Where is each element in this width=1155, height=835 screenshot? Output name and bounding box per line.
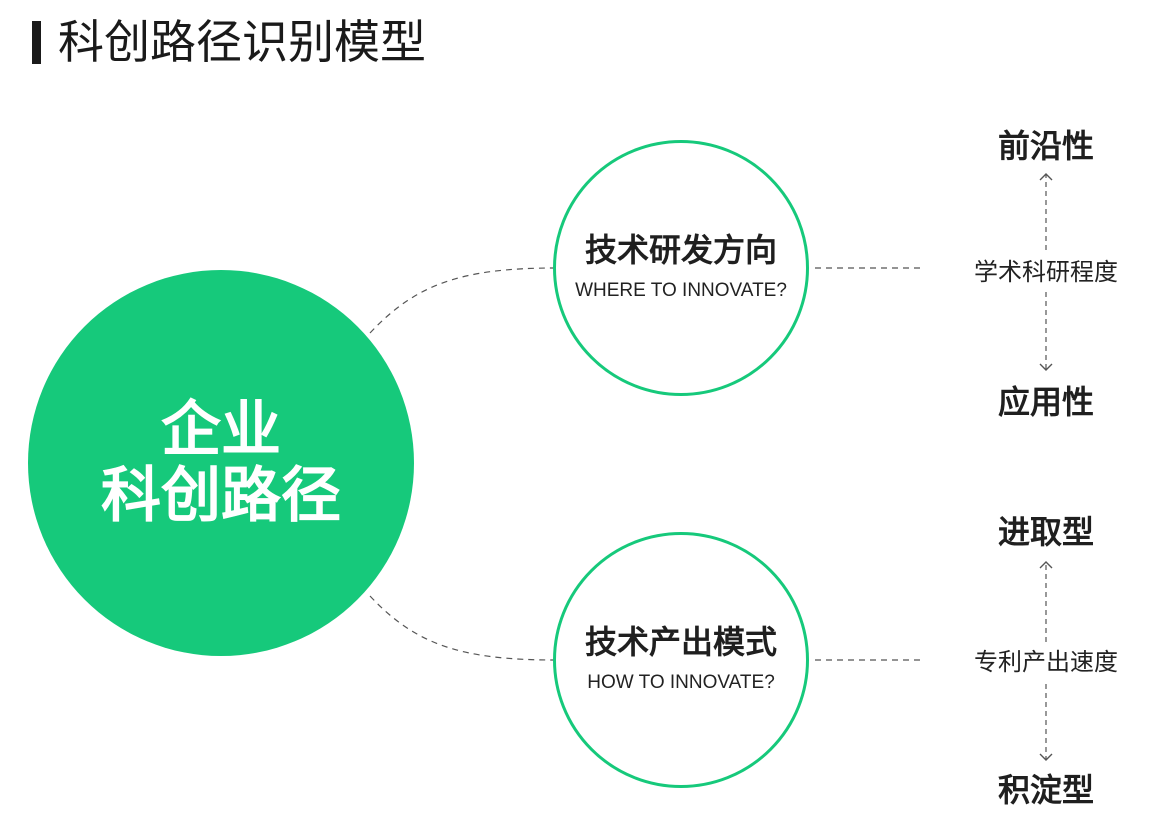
- branch-2-subtitle: HOW TO INNOVATE?: [587, 672, 775, 693]
- branch-1-subtitle: WHERE TO INNOVATE?: [575, 280, 787, 301]
- page-title: 科创路径识别模型: [58, 15, 426, 69]
- branch-circle-2: 技术产出模式 HOW TO INNOVATE?: [553, 532, 809, 788]
- branch-circle-1: 技术研发方向 WHERE TO INNOVATE?: [553, 140, 809, 396]
- branch-2-title: 技术产出模式: [584, 623, 777, 661]
- center-label-line-1: 企业: [161, 395, 281, 465]
- branch-1-title: 技术研发方向: [584, 231, 777, 269]
- branch-2-axis-label: 专利产出速度: [946, 647, 1146, 677]
- center-circle: 企业 科创路径: [28, 270, 414, 656]
- connector-center-to-branch-2: [369, 595, 556, 661]
- center-label-line-2: 科创路径: [101, 461, 341, 531]
- branch-1-top-pole: 前沿性: [997, 127, 1094, 165]
- connector-center-to-branch-1: [369, 267, 556, 334]
- branch-2-bottom-pole: 积淀型: [997, 771, 1094, 809]
- branch-2-top-pole: 进取型: [997, 513, 1094, 551]
- title-bar: [32, 21, 41, 64]
- branch-1-axis-label: 学术科研程度: [946, 257, 1146, 287]
- branch-1-bottom-pole: 应用性: [997, 383, 1094, 421]
